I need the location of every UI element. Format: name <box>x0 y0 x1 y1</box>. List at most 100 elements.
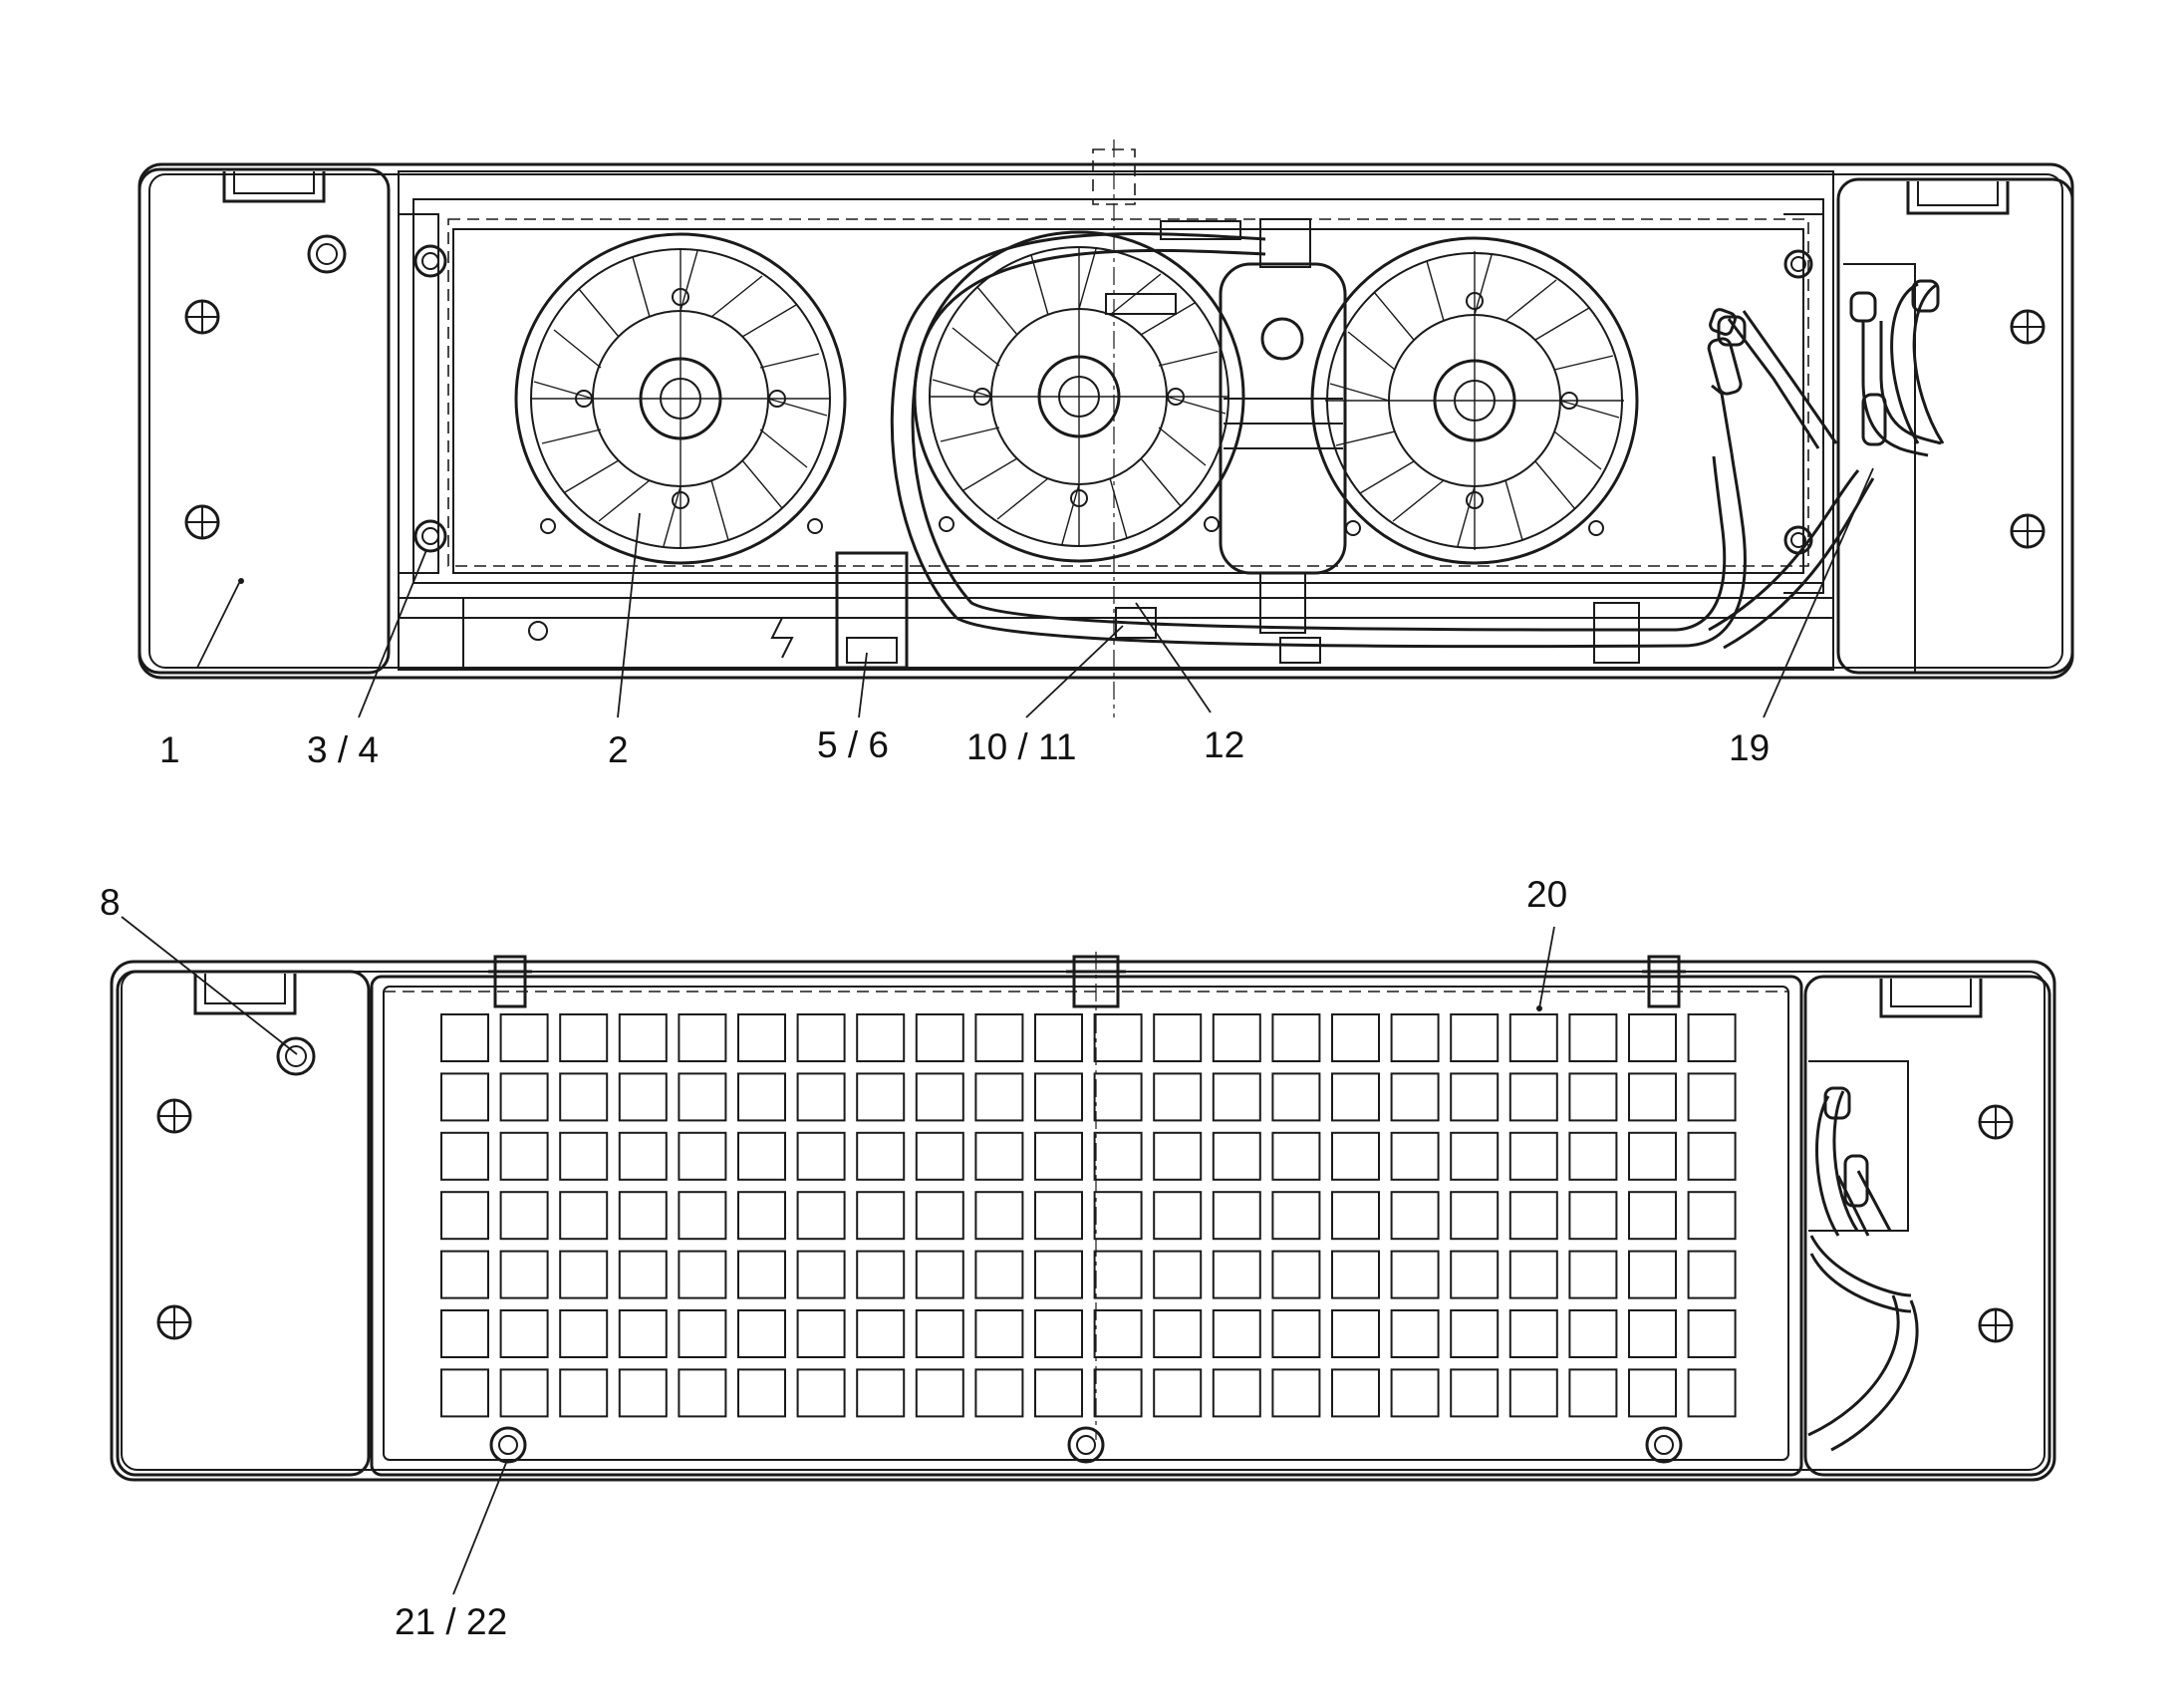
grille-cell <box>1034 1368 1083 1418</box>
grille-cell <box>1628 1072 1677 1122</box>
grille-cell <box>796 1191 846 1241</box>
grille-cell <box>1153 1309 1203 1358</box>
grille-cell <box>618 1309 668 1358</box>
grille-cell <box>1034 1013 1083 1062</box>
grille-cell <box>1212 1013 1261 1062</box>
grille-cell <box>1450 1013 1500 1062</box>
grille-cell <box>974 1131 1024 1181</box>
grille-cell <box>1271 1072 1321 1122</box>
callout-12: 12 <box>1204 724 1244 765</box>
grille-cell <box>1331 1368 1380 1418</box>
grille-frame <box>370 975 1803 1477</box>
callout-21-22: 21 / 22 <box>395 1601 507 1642</box>
condenser-core-hidden-outline <box>447 218 1809 567</box>
grille-bottom-bolts <box>489 1426 1683 1464</box>
grille-cell <box>1687 1131 1737 1181</box>
fan-center <box>913 230 1245 563</box>
grille-cell <box>1271 1309 1321 1358</box>
left-end-cap <box>137 167 391 675</box>
grille-cell <box>974 1072 1024 1122</box>
top-leaders <box>196 467 1874 718</box>
grille-cell <box>796 1131 846 1181</box>
grille-cell <box>1034 1250 1083 1299</box>
grille-cell <box>1568 1072 1618 1122</box>
grille-cell <box>1508 1072 1558 1122</box>
grille-cell <box>440 1250 489 1299</box>
grille-cell <box>1687 1191 1737 1241</box>
grille-cell <box>974 1191 1024 1241</box>
grille-cell <box>1331 1131 1380 1181</box>
grille-cell <box>1568 1191 1618 1241</box>
grille-cell <box>678 1013 727 1062</box>
grille-cell <box>1568 1131 1618 1181</box>
grille-cell <box>1093 1250 1143 1299</box>
grille-cell <box>559 1368 609 1418</box>
bottom-right-end-cap <box>1803 975 2051 1477</box>
grille-cell <box>559 1191 609 1241</box>
bottom-view-assembly <box>110 916 2056 1595</box>
callout-1: 1 <box>159 729 180 770</box>
grille-cell <box>915 1131 964 1181</box>
grille-cell <box>1331 1309 1380 1358</box>
grille-cell <box>1568 1250 1618 1299</box>
grille-cell <box>1450 1072 1500 1122</box>
grille-cell <box>1508 1131 1558 1181</box>
grille-cell <box>915 1250 964 1299</box>
bottom-leaders <box>121 916 1555 1595</box>
refrigerant-pipe <box>890 220 1945 650</box>
grille-cell <box>1034 1309 1083 1358</box>
left-side-bracket <box>399 213 439 574</box>
grille-cell <box>1093 1131 1143 1181</box>
grille-cell <box>974 1309 1024 1358</box>
grille-cell <box>499 1072 549 1122</box>
callout-19: 19 <box>1729 727 1770 768</box>
grille-cell <box>1093 1191 1143 1241</box>
grille-cell <box>856 1013 906 1062</box>
receiver-drier <box>1219 218 1347 634</box>
grille-cell <box>1628 1309 1677 1358</box>
grille-cell <box>915 1309 964 1358</box>
grille-cell <box>618 1131 668 1181</box>
grille-cell <box>1093 1368 1143 1418</box>
grille-cell <box>1034 1191 1083 1241</box>
grille-cell <box>1687 1013 1737 1062</box>
grille-cell <box>1331 1250 1380 1299</box>
grille-cell <box>856 1250 906 1299</box>
fan-right <box>1310 236 1639 565</box>
grille-cell <box>1212 1072 1261 1122</box>
grille-cell <box>796 1013 846 1062</box>
grille-cell <box>1628 1191 1677 1241</box>
grille-cell <box>1153 1072 1203 1122</box>
controller-box <box>835 551 909 670</box>
grille-cell <box>1093 1309 1143 1358</box>
grille-cell <box>440 1368 489 1418</box>
grille-cell <box>737 1191 786 1241</box>
grille-cell <box>1271 1368 1321 1418</box>
grille-cell <box>499 1368 549 1418</box>
grille-cell <box>559 1309 609 1358</box>
grille-cell <box>1153 1131 1203 1181</box>
top-view-assembly <box>137 140 2074 718</box>
grille-cell <box>678 1368 727 1418</box>
grille-cell <box>915 1072 964 1122</box>
grille-cell <box>737 1131 786 1181</box>
grille-cell <box>440 1309 489 1358</box>
grille-cell <box>618 1368 668 1418</box>
grille-cell <box>440 1191 489 1241</box>
grille-cell <box>856 1368 906 1418</box>
grille-cell <box>499 1250 549 1299</box>
grille-cell <box>1687 1368 1737 1418</box>
grille-cell <box>1390 1072 1440 1122</box>
grille-cell <box>1212 1131 1261 1181</box>
grille-cell <box>1628 1131 1677 1181</box>
grille-cells <box>440 1013 1737 1418</box>
grille-cell <box>915 1191 964 1241</box>
grille-cell <box>737 1072 786 1122</box>
grille-cell <box>915 1013 964 1062</box>
grille-cell <box>1390 1309 1440 1358</box>
grille-cell <box>1450 1309 1500 1358</box>
grille-cell <box>440 1072 489 1122</box>
grille-cell <box>1390 1131 1440 1181</box>
grille-cell <box>856 1072 906 1122</box>
bottom-housing-outline <box>110 960 2056 1482</box>
